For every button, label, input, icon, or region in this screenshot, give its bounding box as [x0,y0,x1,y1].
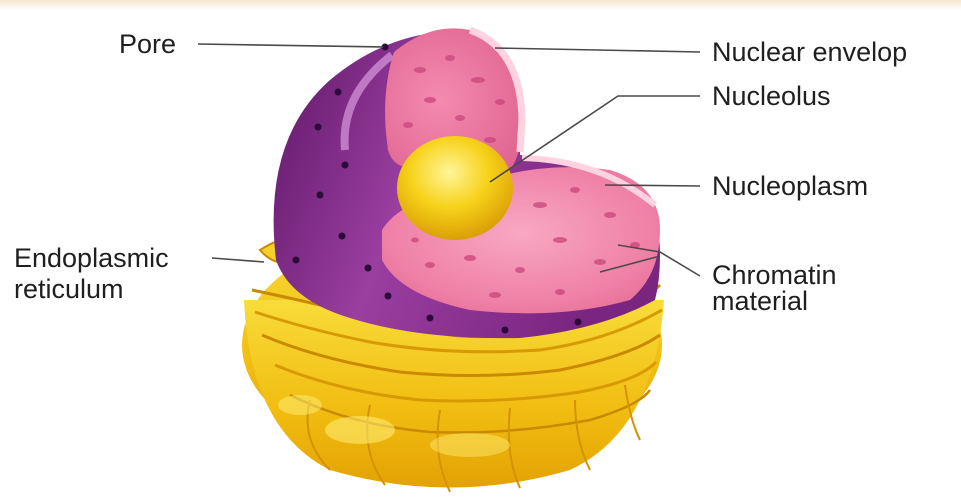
label-endoplasmic-reticulum: Endoplasmic reticulum [14,243,169,305]
leader-envelope [495,48,700,52]
top-border [0,0,961,10]
label-chromatin-line1: Chromatin [712,262,837,288]
label-er-line2: reticulum [14,274,169,305]
label-er-line1: Endoplasmic [14,243,169,274]
nucleolus-shape [397,136,513,240]
label-nucleoplasm: Nucleoplasm [712,172,868,200]
label-chromatin-material: Chromatin material [712,262,837,314]
label-pore: Pore [119,30,176,58]
leader-er [212,258,264,262]
label-nuclear-envelope: Nuclear envelop [712,38,907,66]
leader-pore [198,44,383,47]
leader-nucleoplasm [605,185,700,186]
label-nucleolus: Nucleolus [712,82,831,110]
label-chromatin-line2: material [712,288,837,314]
